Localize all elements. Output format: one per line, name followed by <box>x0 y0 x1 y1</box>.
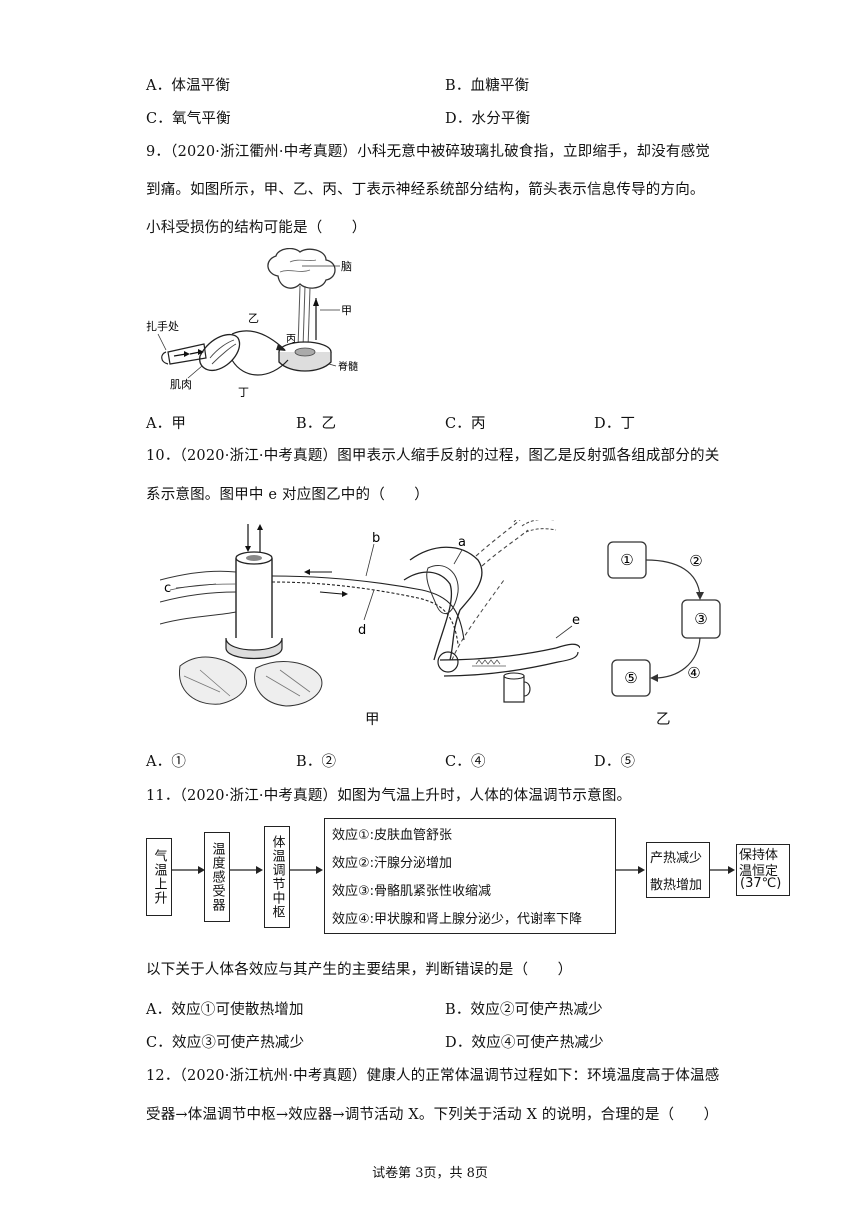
label-spinal-cord: 脊髓 <box>338 360 358 373</box>
q8-option-c: C．氧气平衡 <box>146 111 231 127</box>
label-brain: 脑 <box>341 260 352 273</box>
q8-option-a: A．体温平衡 <box>146 78 231 94</box>
q12-stem-line2: 受器→体温调节中枢→效应器→调节活动 X。下列关于活动 X 的说明，合理的是（ … <box>146 1107 719 1123</box>
q9-option-d: D．丁 <box>594 416 636 432</box>
q11-stem-line1: 11．（2020·浙江·中考真题）如图为气温上升时，人体的体温调节示意图。 <box>146 788 632 804</box>
q9-option-b: B．乙 <box>296 416 337 432</box>
arrow-2: ② <box>689 552 702 570</box>
q8-option-d: D．水分平衡 <box>445 111 531 127</box>
q10-stem-line2: 系示意图。图甲中 e 对应图乙中的（ ） <box>146 487 429 503</box>
flow-box-constant-temperature <box>736 844 790 896</box>
q10-option-a: A．① <box>146 754 187 770</box>
node-3: ③ <box>694 610 707 628</box>
q11-option-a: A．效应①可使散热增加 <box>146 1002 304 1018</box>
flow-box-thermoreceptor: 温度感受器 <box>204 832 230 922</box>
q10-option-c: C．④ <box>445 754 486 770</box>
flow-arrows <box>172 866 735 874</box>
page-footer: 试卷第 3页，共 8页 <box>372 1166 488 1181</box>
q9-stem-line2: 到痛。如图所示，甲、乙、丙、丁表示神经系统部分结构，箭头表示信息传导的方向。 <box>146 182 705 198</box>
flow-box-temperature-rise: 气温上升 <box>146 838 172 916</box>
label-e: e <box>572 613 580 628</box>
effect-2: 效应②:汗腺分泌增加 <box>332 856 453 871</box>
label-bing: 丙 <box>286 334 296 345</box>
label-ding: 丁 <box>238 386 249 399</box>
final-line3: (37℃) <box>740 876 782 891</box>
q10-option-d: D．⑤ <box>594 754 636 770</box>
label-muscle: 肌肉 <box>170 378 192 391</box>
label-yi: 乙 <box>248 312 259 325</box>
label-c: c <box>164 581 171 596</box>
effect-1: 效应①:皮肤血管舒张 <box>332 828 453 843</box>
final-line1: 保持体 <box>739 848 779 863</box>
arrow-4: ④ <box>687 664 700 682</box>
q9-stem-line1: 9．（2020·浙江衢州·中考真题）小科无意中被碎玻璃扎破食指，立即缩手，却没有… <box>146 144 710 160</box>
q11-stem-line2: 以下关于人体各效应与其产生的主要结果，判断错误的是（ ） <box>146 962 573 978</box>
effect-4: 效应④:甲状腺和肾上腺分泌少，代谢率下降 <box>332 912 583 927</box>
label-b: b <box>372 531 380 546</box>
q11-option-b: B．效应②可使产热减少 <box>445 1002 603 1018</box>
result-heat-loss-up: 散热增加 <box>650 878 703 893</box>
q10-reflex-figure-jia: c b d a e <box>160 520 580 707</box>
caption-jia: 甲 <box>365 712 380 728</box>
q11-option-d: D．效应④可使产热减少 <box>445 1035 604 1051</box>
label-puncture-site: 扎手处 <box>146 319 179 333</box>
label-jia: 甲 <box>341 304 352 317</box>
q9-stem-line3: 小科受损伤的结构可能是（ ） <box>146 220 367 236</box>
node-1: ① <box>620 551 633 569</box>
q9-nervous-system-figure: 脑 甲 乙 丙 丁 脊髓 扎手处 肌肉 <box>146 248 358 399</box>
flow-box-regulation-center: 体温调节中枢 <box>264 826 290 928</box>
result-heat-production-down: 产热减少 <box>650 851 703 866</box>
q9-option-c: C．丙 <box>445 416 486 432</box>
effect-3: 效应③:骨骼肌紧张性收缩减 <box>332 884 492 899</box>
final-line2: 温恒定 <box>739 864 779 879</box>
q10-stem-line1: 10．（2020·浙江·中考真题）图甲表示人缩手反射的过程，图乙是反射弧各组成部… <box>146 448 720 464</box>
label-a: a <box>458 535 466 550</box>
q11-option-c: C．效应③可使产热减少 <box>146 1035 305 1051</box>
flow-box-results <box>646 842 710 898</box>
q10-reflex-arc-figure-yi: ① ② ③ ④ ⑤ <box>607 541 721 697</box>
q10-option-b: B．② <box>296 754 337 770</box>
caption-yi: 乙 <box>656 712 671 728</box>
node-5: ⑤ <box>624 669 637 687</box>
flow-box-effects <box>324 818 616 934</box>
label-d: d <box>358 623 366 638</box>
q12-stem-line1: 12．（2020·浙江杭州·中考真题）健康人的正常体温调节过程如下：环境温度高于… <box>146 1068 720 1084</box>
q9-option-a: A．甲 <box>146 416 187 432</box>
q8-option-b: B．血糖平衡 <box>445 78 530 94</box>
